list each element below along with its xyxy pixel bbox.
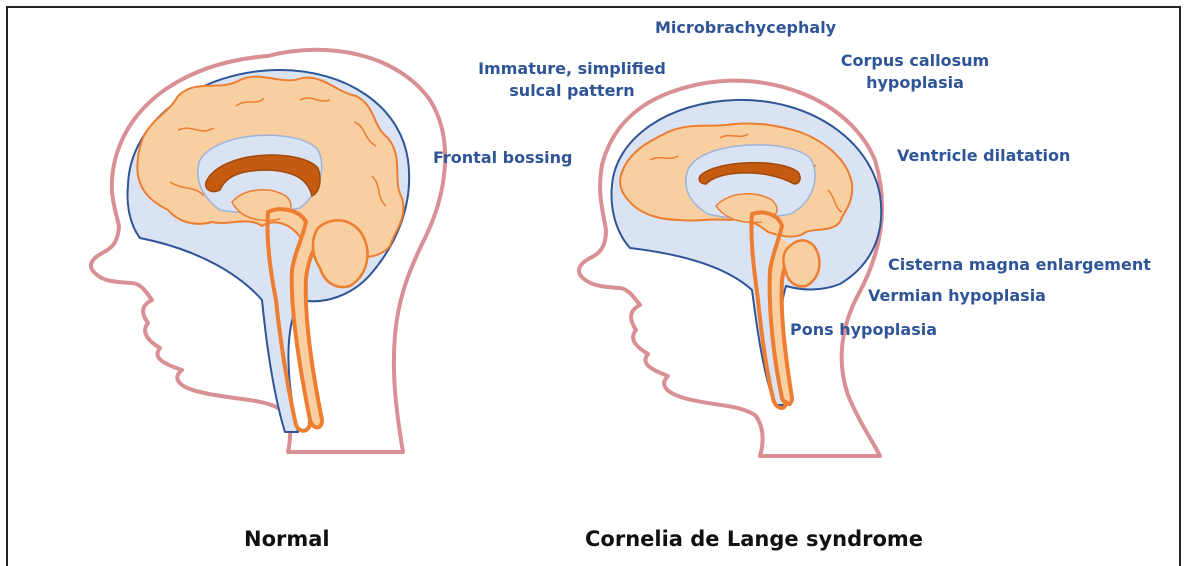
label-corpus-callosum-line1: Corpus callosum	[825, 50, 1005, 72]
label-corpus-callosum-line2: hypoplasia	[825, 72, 1005, 94]
label-cisterna-magna: Cisterna magna enlargement	[888, 254, 1151, 276]
label-microbrachycephaly: Microbrachycephaly	[655, 17, 836, 39]
caption-cdls: Cornelia de Lange syndrome	[585, 527, 923, 551]
label-sulcal-pattern-line1: Immature, simplified	[462, 58, 682, 80]
caption-normal: Normal	[244, 527, 330, 551]
label-vermian-hypoplasia: Vermian hypoplasia	[868, 285, 1046, 307]
normal-head-diagram	[91, 50, 445, 452]
label-sulcal-pattern-line2: sulcal pattern	[462, 80, 682, 102]
label-corpus-callosum: Corpus callosum hypoplasia	[825, 50, 1005, 94]
label-sulcal-pattern: Immature, simplified sulcal pattern	[462, 58, 682, 102]
label-frontal-bossing: Frontal bossing	[433, 147, 573, 169]
cdls-cerebellum	[783, 240, 819, 286]
label-ventricle-dilatation: Ventricle dilatation	[897, 145, 1070, 167]
cdls-head-diagram	[579, 81, 882, 456]
label-pons-hypoplasia: Pons hypoplasia	[790, 319, 937, 341]
